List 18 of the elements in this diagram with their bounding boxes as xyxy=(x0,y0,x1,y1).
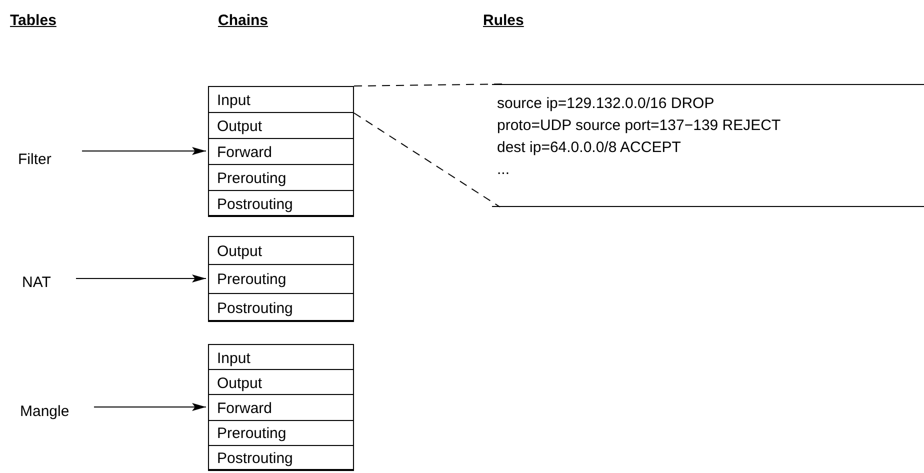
chain-list xyxy=(208,236,354,321)
column-heading: Tables xyxy=(10,12,56,29)
table-name: Mangle xyxy=(20,402,90,422)
arrow xyxy=(82,147,206,155)
chain-list xyxy=(208,86,354,216)
table-name: NAT xyxy=(22,273,72,293)
rule-text: source ip=129.132.0.0/16 DROP xyxy=(497,94,716,114)
dashed-line xyxy=(354,112,500,208)
column-heading: Rules xyxy=(483,12,524,29)
arrow xyxy=(94,403,206,411)
rule-text: dest ip=64.0.0.0/8 ACCEPT xyxy=(497,138,682,158)
arrow xyxy=(76,274,206,282)
chain-list xyxy=(208,344,354,470)
table-name: Filter xyxy=(18,150,78,170)
rules-panel xyxy=(492,84,924,207)
rule-text: ... xyxy=(497,160,511,180)
column-heading: Chains xyxy=(218,12,268,29)
rule-text: proto=UDP source port=137−139 REJECT xyxy=(497,116,782,136)
